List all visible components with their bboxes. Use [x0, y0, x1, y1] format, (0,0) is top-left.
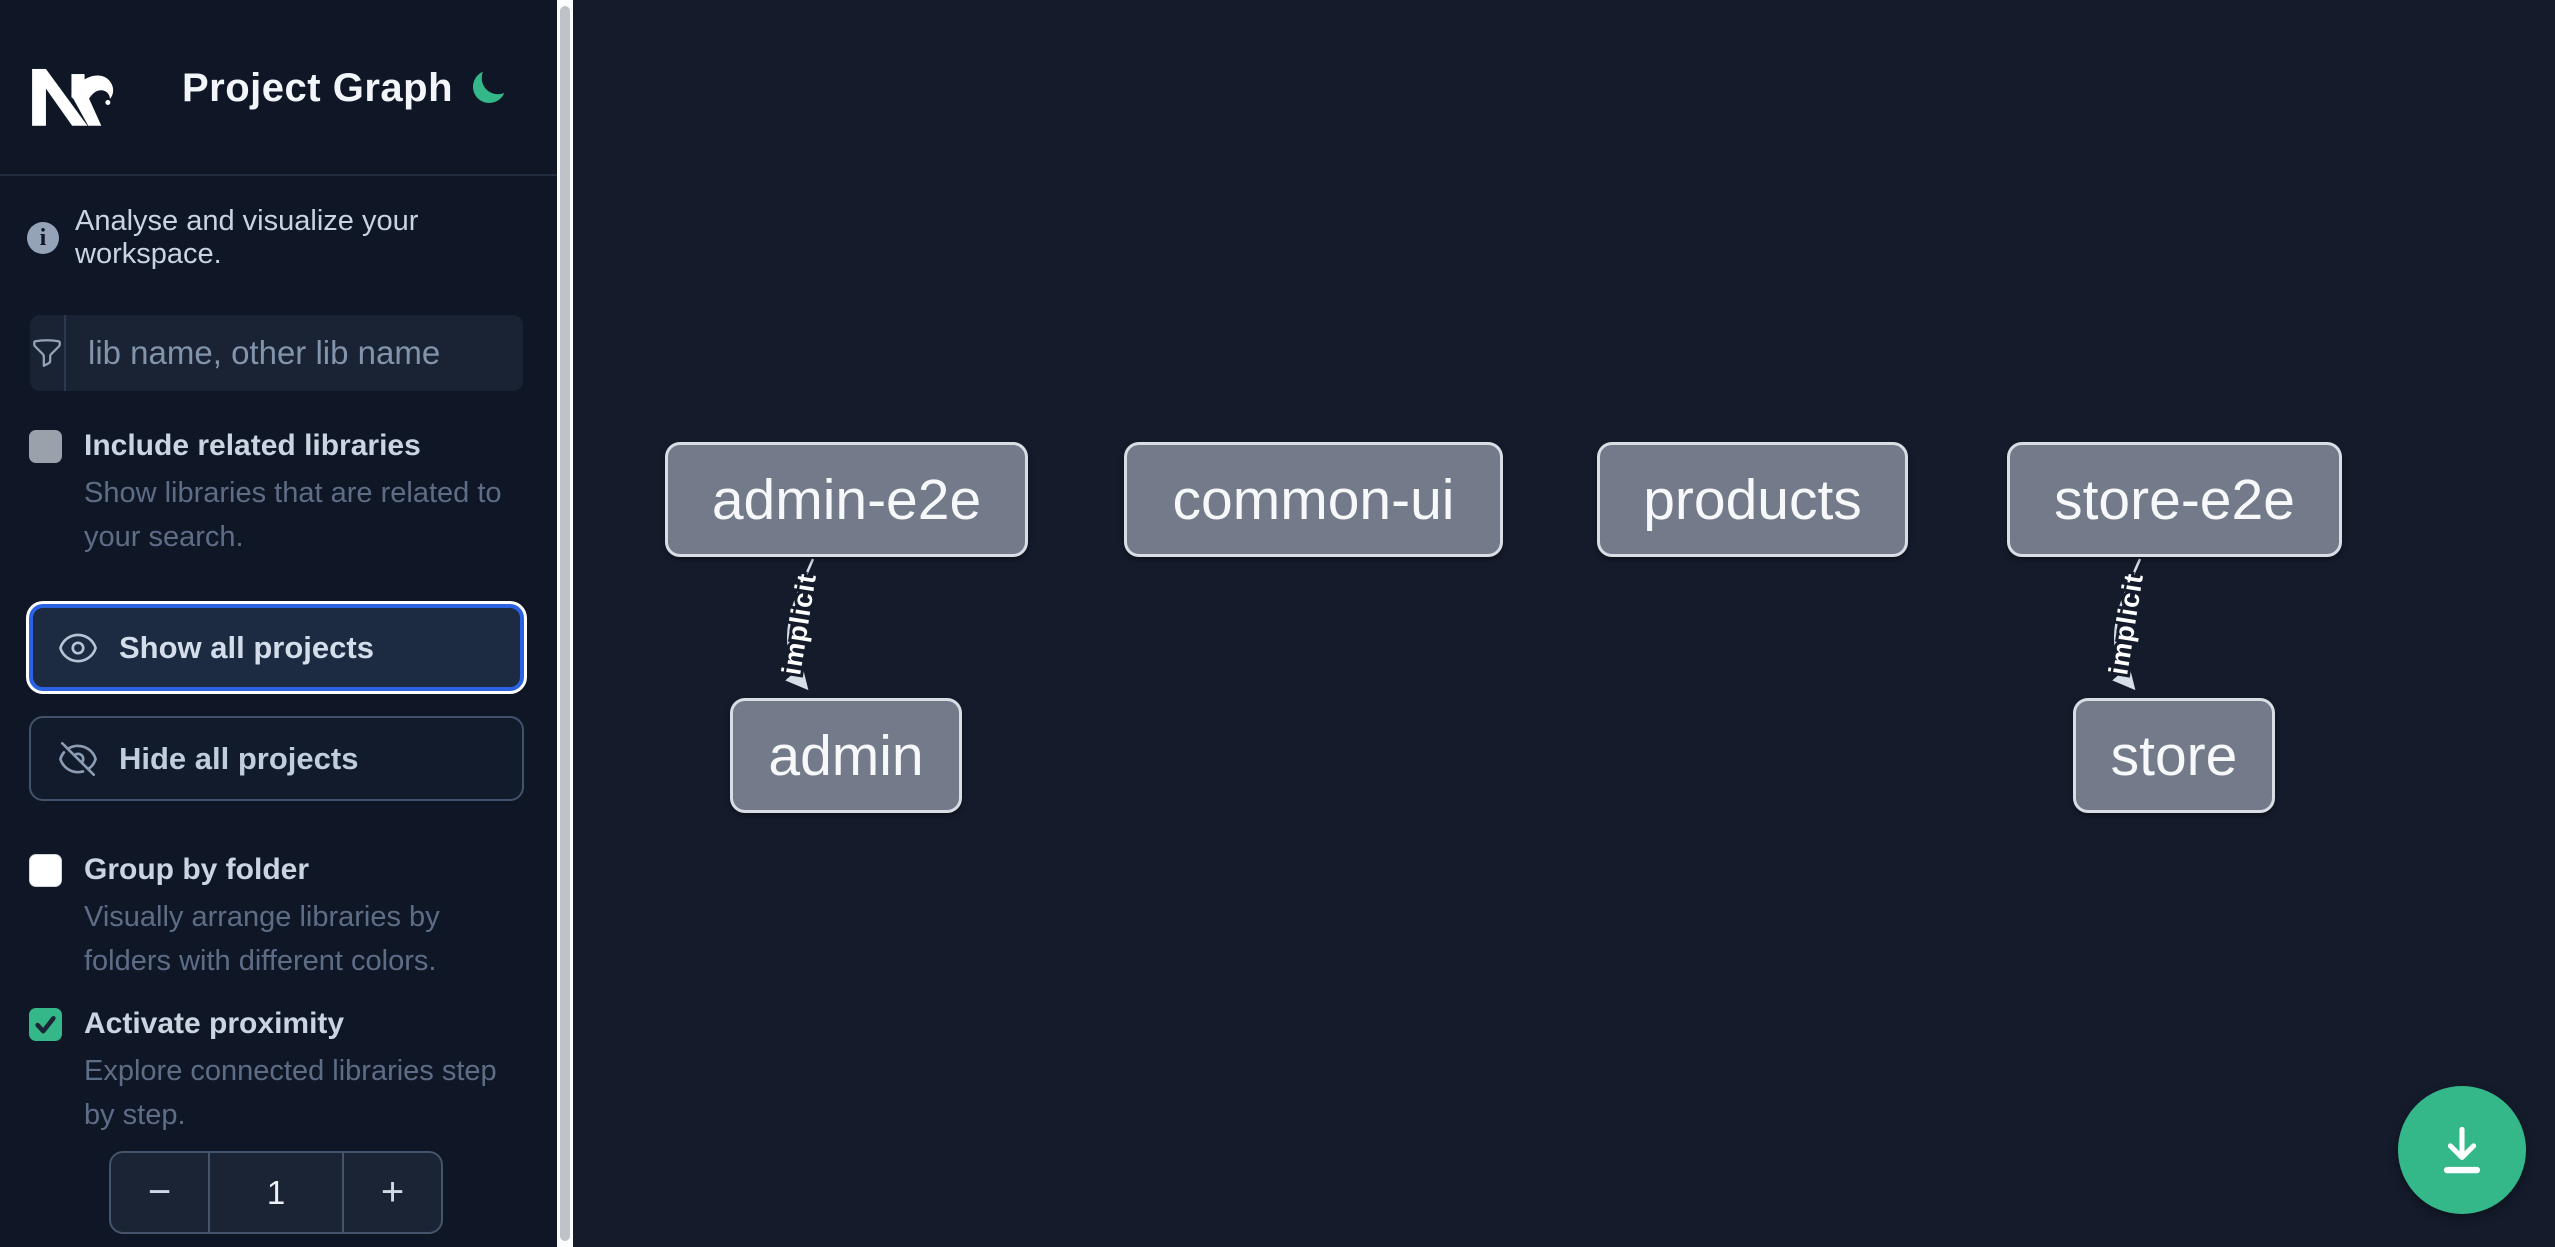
dark-mode-toggle[interactable] — [468, 68, 508, 108]
graph-canvas[interactable]: implicit implicit admin-e2e common-ui pr… — [573, 0, 2555, 1247]
eye-slash-icon — [57, 738, 99, 780]
sidebar-scrollbar[interactable] — [557, 0, 573, 1247]
workspace-tagline: Analyse and visualize your workspace. — [75, 205, 419, 270]
filter-projects-input[interactable] — [66, 315, 523, 391]
proximity-value: 1 — [208, 1153, 344, 1232]
show-all-projects-label: Show all projects — [119, 629, 374, 665]
activate-proximity-description: Explore connected libraries step by step… — [84, 1055, 497, 1131]
info-icon: i — [27, 222, 59, 254]
group-by-folder-checkbox[interactable] — [29, 854, 62, 887]
activate-proximity-label: Activate proximity — [84, 1007, 345, 1040]
workspace-tagline-row: i Analyse and visualize your workspace. — [27, 205, 573, 271]
group-by-folder-description: Visually arrange libraries by folders wi… — [84, 901, 440, 977]
funnel-icon — [33, 339, 61, 367]
include-related-description: Show libraries that are related to your … — [84, 477, 502, 553]
graph-edges: implicit implicit — [773, 558, 2152, 691]
project-node-products[interactable]: products — [1597, 442, 1908, 557]
proximity-increment-button[interactable]: + — [344, 1153, 441, 1232]
project-node-store[interactable]: store — [2073, 698, 2275, 813]
include-related-row: Include related libraries Show libraries… — [29, 428, 502, 559]
include-related-label: Include related libraries — [84, 429, 421, 462]
show-all-projects-button[interactable]: Show all projects — [29, 604, 524, 691]
edge-store-e2e-to-store — [2112, 558, 2142, 691]
filter-icon-cell — [30, 315, 66, 391]
project-node-store-e2e[interactable]: store-e2e — [2007, 442, 2342, 557]
proximity-stepper: − 1 + — [109, 1151, 443, 1234]
proximity-decrement-button[interactable]: − — [111, 1153, 208, 1232]
group-by-folder-label: Group by folder — [84, 853, 309, 886]
include-related-checkbox[interactable] — [29, 430, 62, 463]
download-graph-button[interactable] — [2398, 1086, 2526, 1214]
page-title: Project Graph — [182, 65, 454, 110]
edge-admin-e2e-to-admin — [785, 558, 815, 691]
sidebar: Project Graph i Analyse and visualize yo… — [0, 0, 573, 1247]
project-node-common-ui[interactable]: common-ui — [1124, 442, 1503, 557]
group-by-folder-row: Group by folder Visually arrange librari… — [29, 852, 440, 983]
activate-proximity-row: Activate proximity Explore connected lib… — [29, 1006, 497, 1137]
sidebar-header: Project Graph — [0, 0, 557, 176]
moon-icon — [473, 71, 505, 103]
sidebar-scrollbar-thumb[interactable] — [560, 6, 570, 1241]
download-icon — [2443, 1126, 2481, 1174]
activate-proximity-checkbox[interactable] — [29, 1008, 62, 1041]
project-node-admin-e2e[interactable]: admin-e2e — [665, 442, 1028, 557]
nx-logo — [32, 68, 114, 126]
project-filter-box — [30, 315, 523, 391]
edge-label-implicit-admin: implicit — [776, 571, 822, 677]
eye-icon — [57, 627, 99, 669]
hide-all-projects-button[interactable]: Hide all projects — [29, 716, 524, 801]
project-node-admin[interactable]: admin — [730, 698, 962, 813]
hide-all-projects-label: Hide all projects — [119, 740, 359, 776]
edge-label-implicit-store: implicit — [2103, 571, 2149, 677]
check-icon — [35, 1016, 56, 1034]
